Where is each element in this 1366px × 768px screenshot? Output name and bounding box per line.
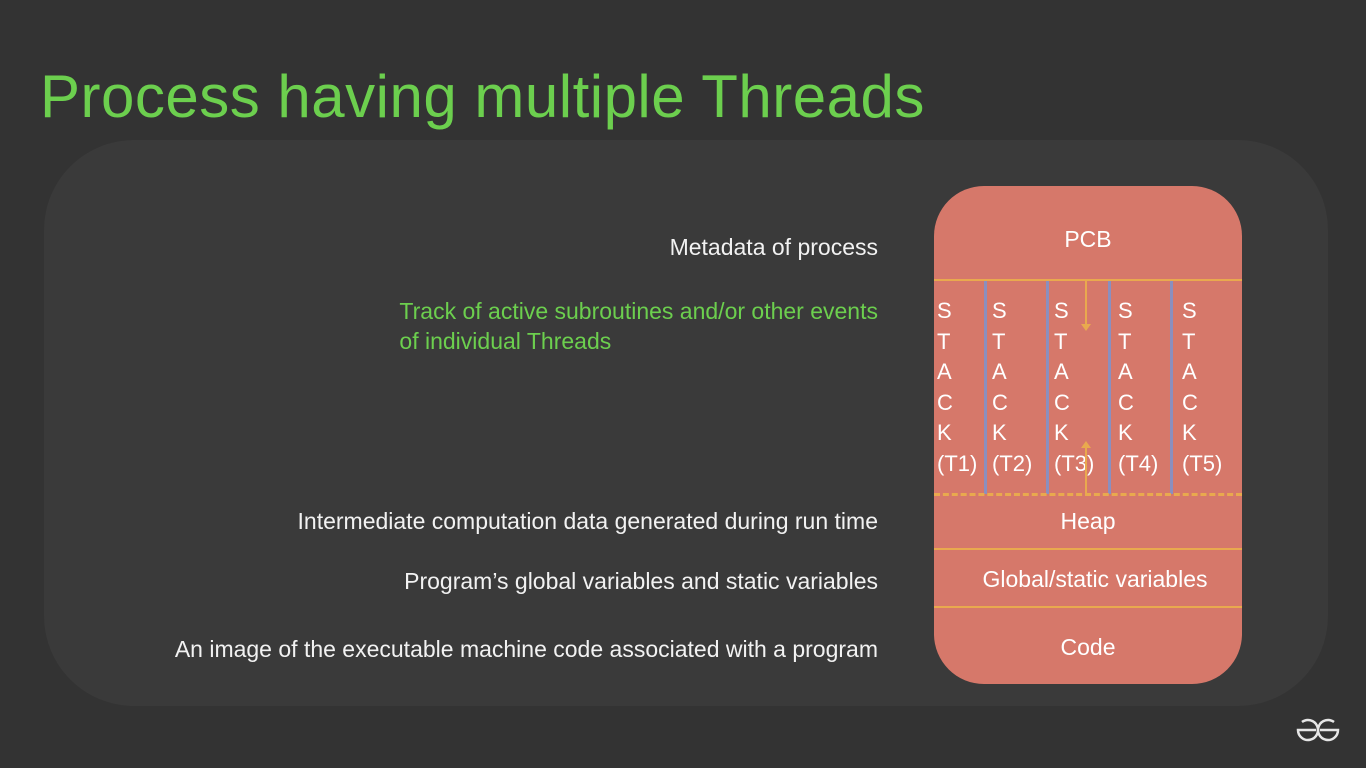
heap-divider bbox=[934, 548, 1242, 550]
process-memory-block: PCB S T A C K (T1) S T A C K (T2) S T A … bbox=[934, 186, 1242, 684]
pcb-segment-label: PCB bbox=[1064, 226, 1112, 252]
stack-heap-boundary bbox=[934, 493, 1242, 496]
heap-description: Intermediate computation data generated … bbox=[297, 508, 878, 534]
thread-label: (T2) bbox=[992, 450, 1033, 476]
global-description: Program’s global variables and static va… bbox=[404, 568, 878, 594]
stack-separator bbox=[1108, 281, 1111, 494]
stack-letters: S T A C K bbox=[1054, 298, 1070, 445]
stack-description-line-2: of individual Threads bbox=[399, 328, 612, 354]
gfg-logo-icon bbox=[1294, 716, 1342, 744]
thread-label: (T5) bbox=[1182, 450, 1223, 476]
stack-letters: S T A C K bbox=[992, 298, 1008, 445]
stack-letters: S T A C K bbox=[1118, 298, 1134, 445]
heap-segment-label: Heap bbox=[1060, 508, 1116, 534]
stack-description: Track of active subroutines and/or other… bbox=[399, 296, 878, 356]
stack-description-line-1: Track of active subroutines and/or other… bbox=[399, 298, 878, 324]
global-segment-label: Global/static variables bbox=[982, 566, 1208, 592]
thread-label: (T3) bbox=[1054, 450, 1095, 476]
stack-separator bbox=[1046, 281, 1049, 494]
heap-growth-arrow-up bbox=[1085, 448, 1087, 494]
stack-t5: S T A C K (T5) bbox=[1182, 296, 1222, 479]
thread-label: (T1) bbox=[937, 450, 978, 476]
arrow-down-icon bbox=[1081, 324, 1091, 331]
stack-separator bbox=[1170, 281, 1173, 494]
stack-separator bbox=[984, 281, 987, 494]
pcb-description: Metadata of process bbox=[669, 234, 878, 260]
code-description: An image of the executable machine code … bbox=[174, 636, 878, 662]
thread-label: (T4) bbox=[1118, 450, 1159, 476]
stack-t2: S T A C K (T2) bbox=[992, 296, 1032, 479]
slide-title: Process having multiple Threads bbox=[40, 63, 925, 130]
stack-t3: S T A C K (T3) bbox=[1054, 296, 1094, 479]
stack-growth-arrow-down bbox=[1085, 281, 1087, 326]
stack-letters: S T A C K bbox=[937, 298, 953, 445]
pcb-divider bbox=[934, 279, 1242, 281]
stack-t4: S T A C K (T4) bbox=[1118, 296, 1158, 479]
global-divider bbox=[934, 606, 1242, 608]
code-segment-label: Code bbox=[1060, 634, 1116, 660]
arrow-up-icon bbox=[1081, 441, 1091, 448]
stack-t1: S T A C K (T1) bbox=[937, 296, 977, 479]
stack-letters: S T A C K bbox=[1182, 298, 1198, 445]
